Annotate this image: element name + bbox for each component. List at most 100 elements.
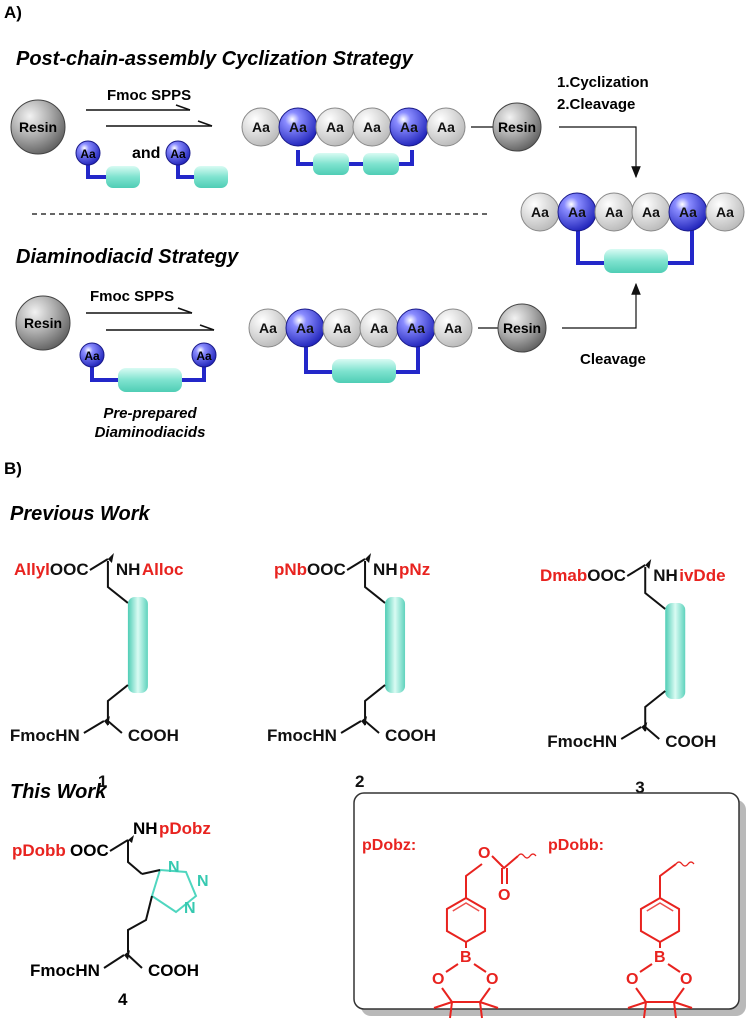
boronate-oxygen-left: O — [432, 971, 444, 988]
carbonyl-oxygen: O — [498, 887, 510, 904]
pdobb-structure: BO O — [626, 861, 695, 1019]
compound-number: 1 — [98, 772, 107, 791]
compound-4-acid-suffix: OOC — [70, 841, 109, 860]
building-block-1: Aa — [75, 140, 140, 188]
cooh-label: COOH — [128, 726, 179, 745]
compound-4-number: 4 — [118, 990, 128, 1009]
amine-nh: NH — [373, 560, 398, 579]
residue-label: Aa — [568, 204, 586, 220]
residue-label: Aa — [296, 320, 314, 336]
residue-label: Aa — [400, 119, 418, 135]
resin-bead-top: Resin — [10, 99, 66, 155]
residue-label: Aa — [170, 147, 186, 161]
product-beads: Aa Aa Aa Aa Aa Aa — [520, 192, 745, 232]
residue-label: Aa — [605, 204, 623, 220]
boronate-oxygen-right: O — [680, 971, 692, 988]
residue-label: Aa — [84, 349, 100, 363]
residue-label: Aa — [363, 119, 381, 135]
resin-label: Resin — [498, 119, 536, 135]
residue-label: Aa — [716, 204, 734, 220]
acid-protecting-group: Allyl — [14, 560, 50, 579]
fmochn-label: FmocHN — [10, 726, 80, 745]
compound-number: 3 — [635, 778, 644, 797]
fmoc-spps-label-top: Fmoc SPPS — [107, 87, 191, 104]
arrow-to-product-top — [559, 126, 641, 179]
previous-work-title: Previous Work — [10, 503, 151, 525]
residue-label: Aa — [437, 119, 455, 135]
boronate-oxygen-left: O — [626, 971, 638, 988]
acid-suffix: OOC — [50, 560, 89, 579]
step2-label: 2.Cleavage — [557, 96, 635, 113]
triazole-n2: N — [197, 873, 209, 890]
grey-residue-bead — [705, 192, 745, 232]
cooh-label: COOH — [665, 732, 716, 751]
linker-block — [385, 597, 406, 693]
fmoc-spps-label-bottom: Fmoc SPPS — [90, 288, 174, 305]
acid-suffix: OOC — [307, 560, 346, 579]
acid-suffix: OOC — [587, 566, 626, 585]
resin-bead-chain-top: Resin — [492, 102, 542, 152]
residue-label: Aa — [252, 119, 270, 135]
resin-label: Resin — [24, 315, 62, 331]
residue-label: Aa — [333, 320, 351, 336]
cleavage-label: Cleavage — [580, 351, 646, 368]
residue-label: Aa — [407, 320, 425, 336]
acid-protecting-group: Dmab — [540, 566, 587, 585]
compound-4-nh: NH — [133, 819, 158, 838]
arrow-to-product-bottom — [562, 282, 641, 329]
residue-label: Aa — [679, 204, 697, 220]
boron-atom: B — [460, 949, 472, 966]
amine-protecting-group: Alloc — [142, 560, 184, 579]
amine-protecting-group: pNz — [399, 560, 430, 579]
compound-4-acid-protect: pDobb — [12, 841, 66, 860]
triazole-n3: N — [184, 900, 196, 917]
compound-4: pDobb OOC NH pDobz N N N FmocHN COOH 4 — [12, 819, 211, 1009]
strategy2-title: Diaminodiacid Strategy — [16, 246, 239, 268]
preprepared-label-2: Diaminodiacids — [95, 424, 206, 441]
building-block-2: Aa — [165, 140, 228, 188]
and-label: and — [132, 145, 160, 162]
cooh-label: COOH — [385, 726, 436, 745]
acid-protecting-group: pNb — [274, 560, 307, 579]
resin-bead-chain-bottom: Resin — [497, 303, 547, 353]
linker-block — [127, 597, 148, 693]
linker-block — [665, 603, 686, 699]
fmochn-label: FmocHN — [547, 732, 617, 751]
compound-4-amine-protect: pDobz — [159, 819, 211, 838]
residue-label: Aa — [326, 119, 344, 135]
preprepared-label-1: Pre-prepared — [103, 405, 197, 422]
strategy1-title: Post-chain-assembly Cyclization Strategy — [16, 48, 414, 70]
compound-number: 2 — [355, 772, 364, 791]
panel-a-label: A) — [4, 3, 22, 22]
grey-residue-bead — [433, 308, 473, 348]
peptide-chain-top — [296, 126, 495, 175]
fmochn-label: FmocHN — [267, 726, 337, 745]
amine-nh: NH — [116, 560, 141, 579]
residue-label: Aa — [531, 204, 549, 220]
diaminodiacid-block: Aa Aa — [79, 342, 217, 392]
grey-residue-bead — [426, 107, 466, 147]
oxygen-atom: O — [478, 845, 490, 862]
residue-label: Aa — [642, 204, 660, 220]
reaction-arrow-top — [86, 104, 213, 127]
amine-protecting-group: ivDde — [679, 566, 725, 585]
step1-label: 1.Cyclization — [557, 74, 649, 91]
protecting-group-box: pDobz: pDobb: — [353, 792, 746, 1016]
product-peptide — [576, 225, 694, 273]
compound-4-fmochn: FmocHN — [30, 961, 100, 980]
residue-label: Aa — [80, 147, 96, 161]
pdobb-label: pDobb: — [548, 837, 604, 854]
triazole-n1: N — [168, 859, 180, 876]
residue-label: Aa — [444, 320, 462, 336]
residue-label: Aa — [370, 320, 388, 336]
reaction-arrow-bottom — [86, 307, 215, 331]
amine-nh: NH — [653, 566, 678, 585]
boron-atom: B — [654, 949, 666, 966]
